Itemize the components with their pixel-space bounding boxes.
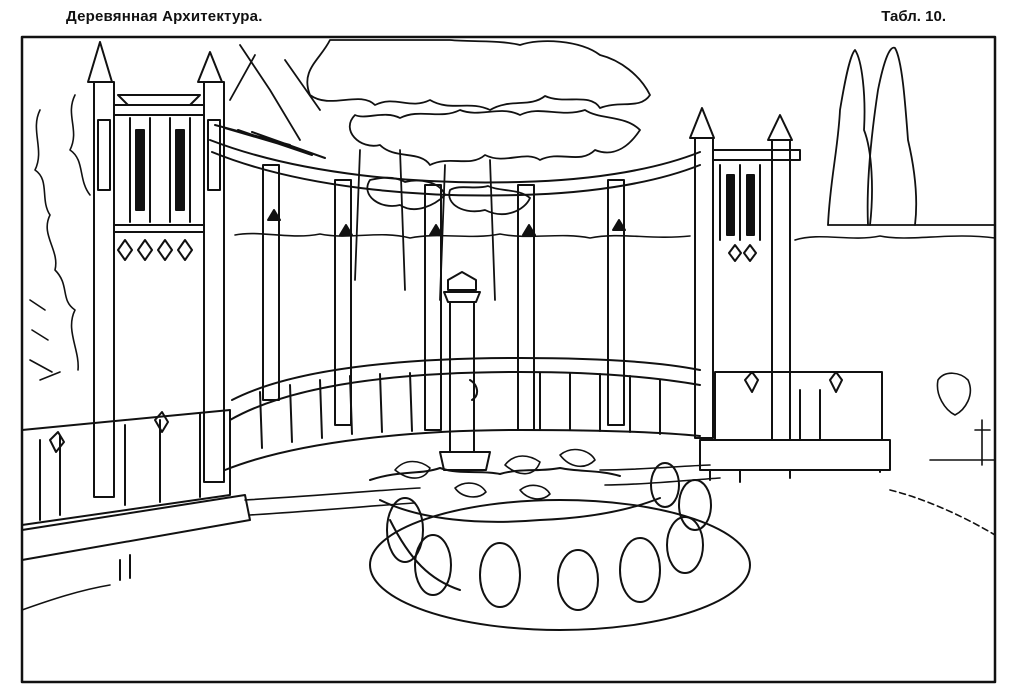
steps [244, 464, 721, 516]
hedge-line [234, 232, 996, 241]
poplar-trees [827, 46, 996, 226]
basin-rocks [394, 448, 596, 500]
frame-border [20, 35, 997, 684]
pergola-beam [209, 124, 701, 197]
ground-paths [21, 489, 996, 611]
left-bench [21, 409, 251, 581]
page-header: Деревянная Архитектура. Табл. 10. [0, 0, 1012, 30]
fountain-column [439, 271, 491, 471]
fountain-basin [369, 467, 751, 631]
plate-number: Табл. 10. [881, 8, 946, 25]
back-wall [224, 357, 701, 471]
inner-columns [262, 164, 626, 431]
page-title: Деревянная Архитектура. [66, 8, 263, 25]
left-tower [87, 41, 225, 498]
left-tree [29, 94, 91, 381]
right-bench [699, 371, 891, 483]
right-tower [689, 107, 801, 441]
rounded-shrubs [386, 462, 712, 611]
right-background [929, 372, 996, 466]
